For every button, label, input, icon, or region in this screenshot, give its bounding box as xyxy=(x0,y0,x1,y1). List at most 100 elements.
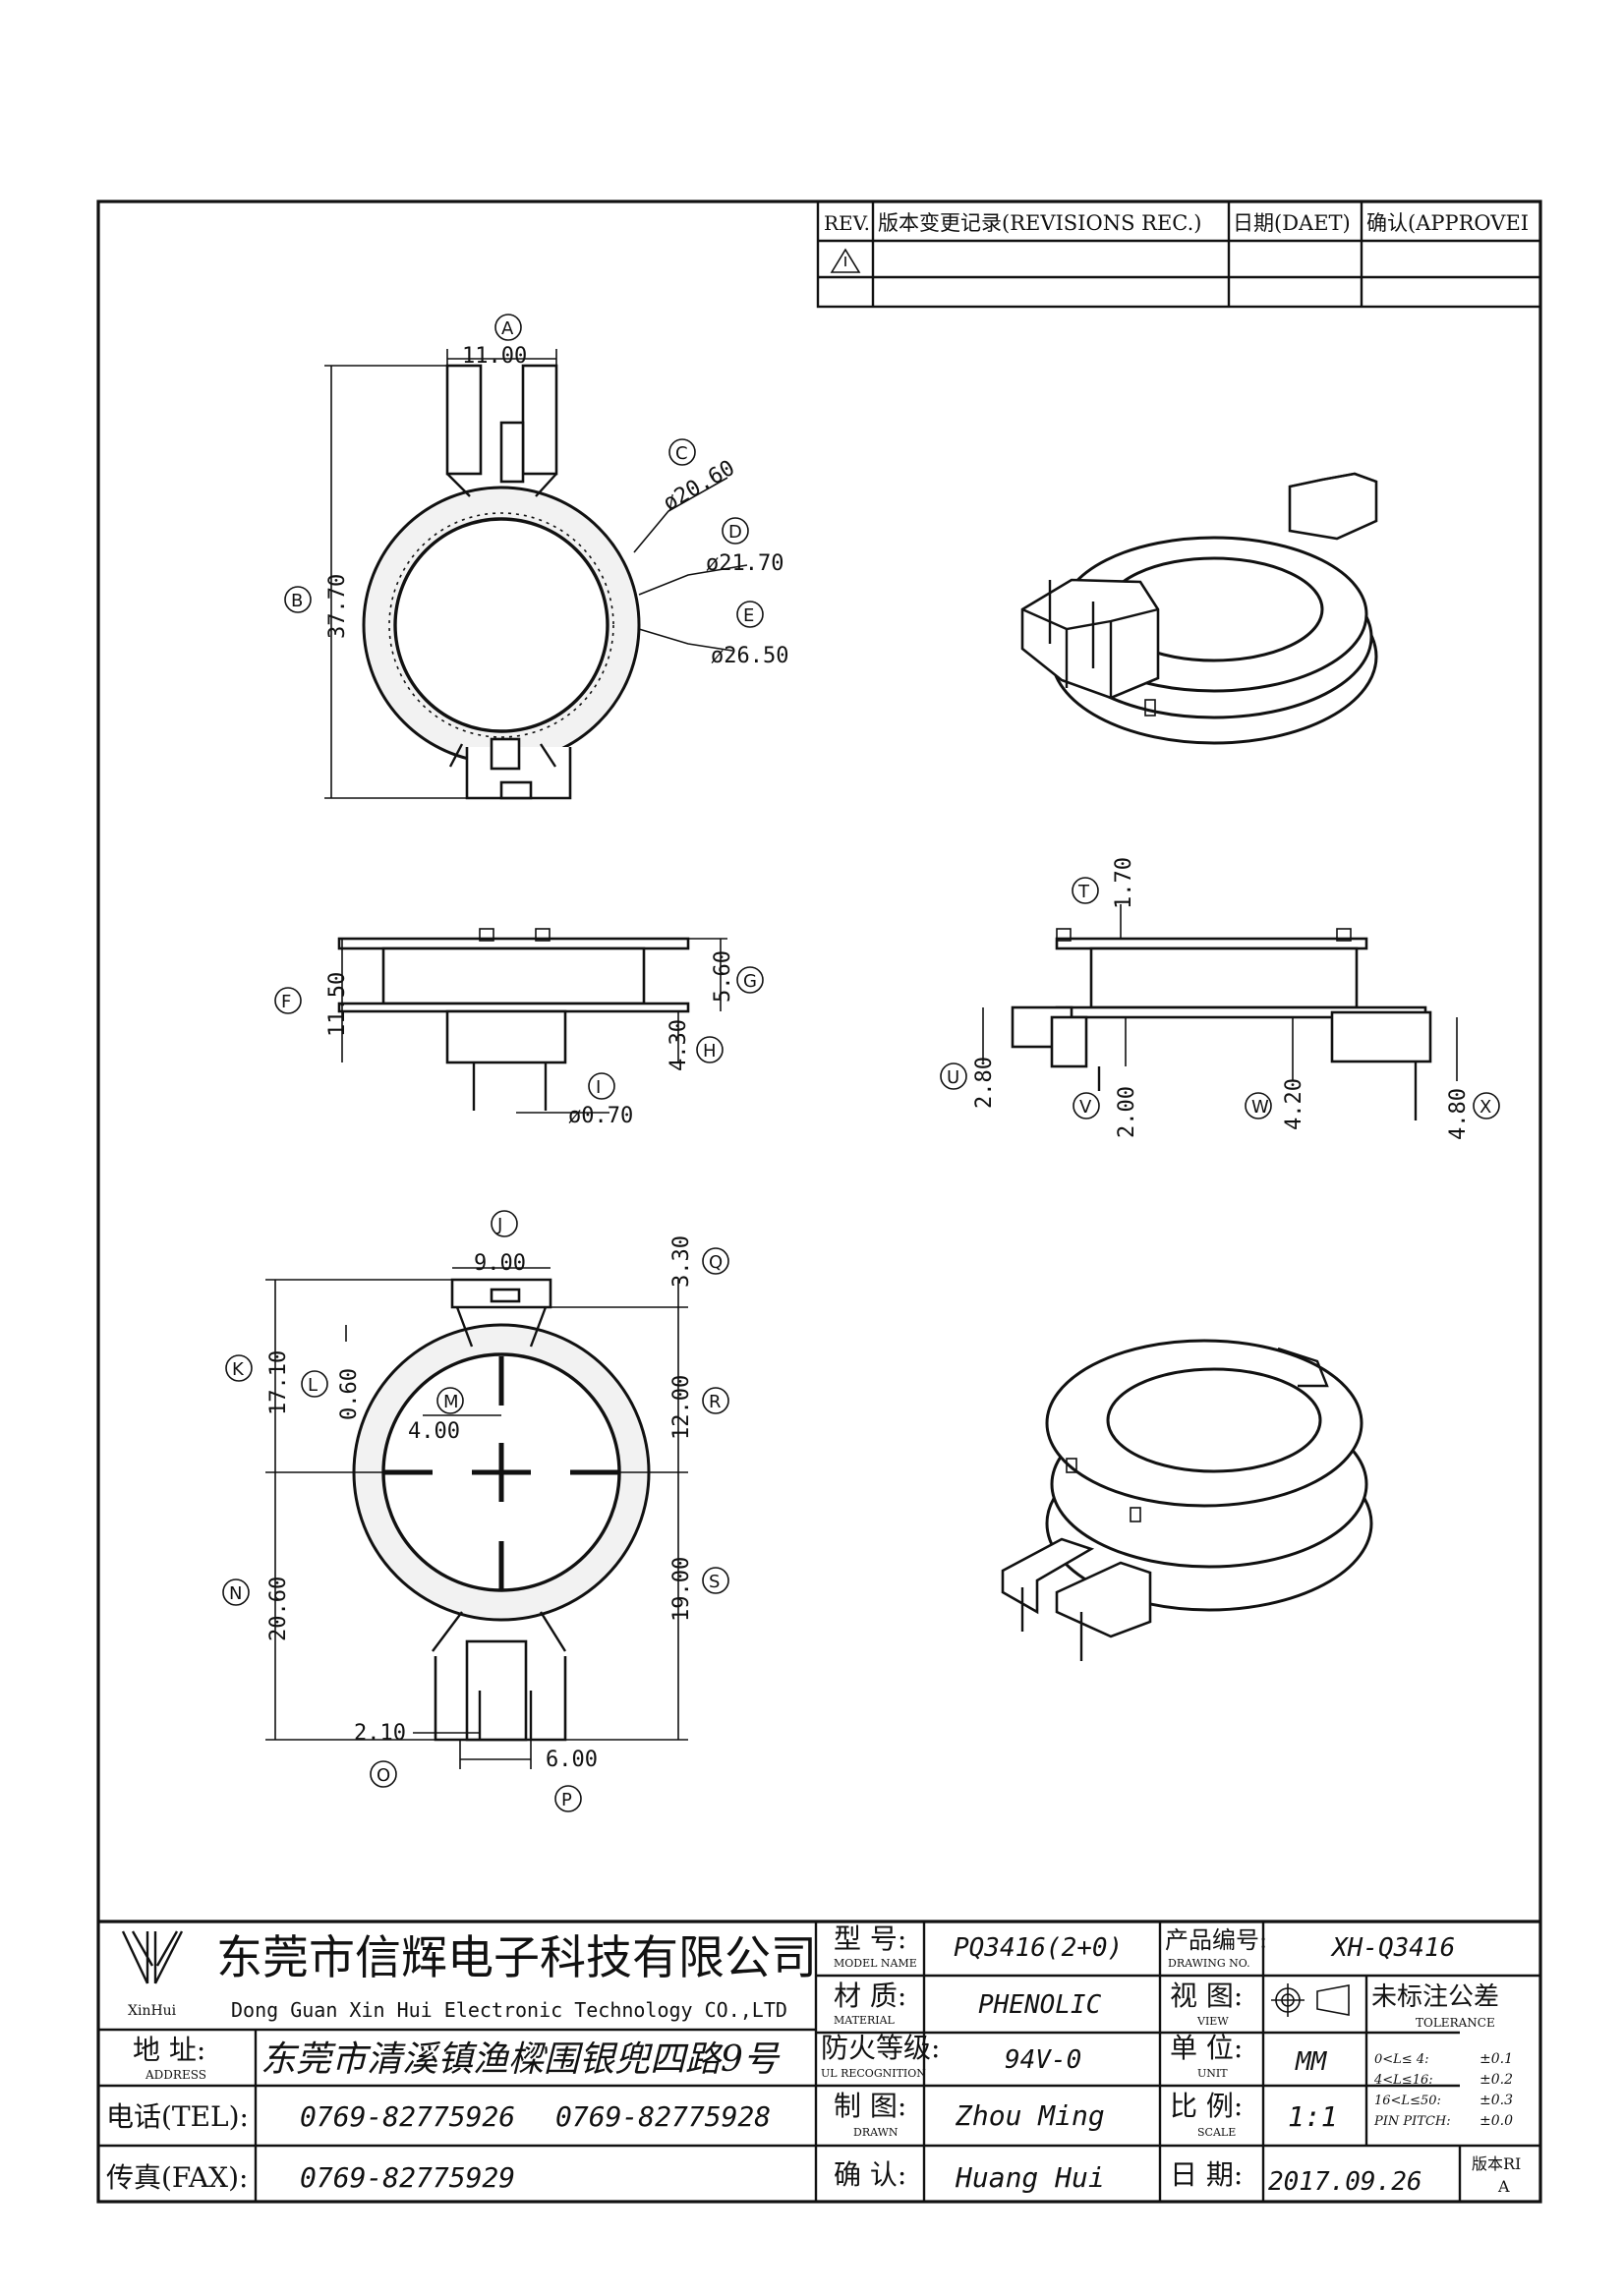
drawing-no-value: XH-Q3416 xyxy=(1330,1933,1455,1963)
callout-F xyxy=(274,987,302,1014)
xinhui-logo-icon xyxy=(121,1930,184,1984)
svg-text:K: K xyxy=(232,1359,245,1380)
tolerance-range: 16<L≤50: xyxy=(1374,2094,1441,2108)
view-label-en: VIEW xyxy=(1196,2015,1229,2028)
dim-P-value: 6.00 xyxy=(546,1748,598,1772)
svg-text:S: S xyxy=(709,1572,720,1592)
svg-text:B: B xyxy=(291,591,303,611)
side-view-right: 1.70 T 2.80 U 2.00 V 4.20 W 4.80 X xyxy=(940,857,1500,1140)
svg-text:X: X xyxy=(1479,1097,1491,1118)
top-view: 11.00 A 37.70 B ø20.60 ø21.70 ø26.50 C D… xyxy=(284,314,788,800)
tolerance-value: ±0.3 xyxy=(1479,2093,1513,2108)
dim-M-value: 4.00 xyxy=(408,1419,460,1444)
svg-text:N: N xyxy=(229,1583,242,1604)
bobbin-ring-inner xyxy=(393,517,609,733)
version-label: 版本RI xyxy=(1472,2154,1521,2173)
svg-text:R: R xyxy=(709,1392,722,1412)
revisions-record-header: 版本变更记录(REVISIONS REC.) xyxy=(878,211,1201,235)
revision-block: REV. 版本变更记录(REVISIONS REC.) 日期(DAET) 确认(… xyxy=(816,200,1542,309)
svg-text:D: D xyxy=(728,522,742,543)
isometric-view-bottom xyxy=(1001,1339,1373,1661)
dim-D-value: ø21.70 xyxy=(706,551,783,576)
check-label: 确 认: xyxy=(834,2158,906,2191)
dim-I-value: ø0.70 xyxy=(568,1104,633,1128)
tolerance-value: ±0.0 xyxy=(1479,2113,1513,2129)
dim-T-value: 1.70 xyxy=(1112,857,1136,909)
svg-text:I: I xyxy=(596,1077,601,1098)
dim-C-value: ø20.60 xyxy=(660,456,739,516)
unit-label: 单 位: xyxy=(1170,2032,1243,2064)
callout-V xyxy=(1073,1092,1100,1119)
callout-U xyxy=(940,1062,967,1090)
model-label-en: MODEL NAME xyxy=(834,1957,917,1970)
dim-R-value: 12.00 xyxy=(669,1375,694,1440)
callout-P xyxy=(554,1785,582,1812)
material-value: PHENOLIC xyxy=(978,1990,1102,2020)
svg-text:V: V xyxy=(1079,1097,1092,1118)
fax-label: 传真(FAX): xyxy=(106,2161,248,2194)
callout-E xyxy=(736,601,764,628)
tolerance-value: ±0.2 xyxy=(1479,2072,1513,2088)
drawing-no-label: 产品编号: xyxy=(1165,1926,1267,1954)
callout-J xyxy=(491,1210,518,1237)
svg-text:M: M xyxy=(443,1392,459,1412)
dim-S-value: 19.00 xyxy=(669,1557,694,1622)
svg-text:T: T xyxy=(1077,882,1090,902)
svg-text:G: G xyxy=(743,971,757,992)
drawn-label: 制 图: xyxy=(834,2090,906,2122)
dim-V-value: 2.00 xyxy=(1115,1086,1139,1138)
fax-value: 0769-82775929 xyxy=(300,2161,515,2194)
svg-text:Q: Q xyxy=(709,1252,723,1273)
callout-B xyxy=(284,586,312,613)
dim-L-value: 0.60 xyxy=(337,1368,362,1420)
callout-S xyxy=(702,1567,729,1594)
tolerance-range: 4<L≤16: xyxy=(1373,2073,1433,2088)
callout-H xyxy=(696,1036,724,1063)
dim-H-value: 4.30 xyxy=(667,1019,691,1071)
svg-text:H: H xyxy=(703,1041,717,1062)
callout-W xyxy=(1245,1092,1272,1119)
callout-N xyxy=(222,1578,250,1606)
revision-triangle-icon xyxy=(830,248,861,273)
callout-K xyxy=(225,1354,253,1382)
date-header: 日期(DAET) xyxy=(1233,211,1351,235)
address-label-en: ADDRESS xyxy=(145,2068,206,2082)
svg-text:C: C xyxy=(675,443,688,464)
svg-text:F: F xyxy=(281,992,291,1012)
title-block: XinHui 东莞市信辉电子科技有限公司 Dong Guan Xin Hui E… xyxy=(98,1920,1540,2202)
svg-text:O: O xyxy=(377,1765,390,1786)
material-label: 材 质: xyxy=(834,1980,906,2012)
isometric-view-top xyxy=(1020,472,1378,745)
svg-text:L: L xyxy=(308,1375,318,1396)
address-label: 地 址: xyxy=(133,2034,205,2066)
approve-header: 确认(APPROVEI xyxy=(1366,211,1529,235)
dim-Q-value: 3.30 xyxy=(669,1235,694,1288)
drawn-value: Zhou Ming xyxy=(955,2099,1105,2132)
side-view-left: 11.50 F 5.60 G 4.30 H ø0.70 I xyxy=(274,928,764,1128)
rev-header: REV. xyxy=(824,211,870,235)
callout-C xyxy=(668,438,696,466)
dim-K-value: 17.10 xyxy=(266,1350,291,1415)
callout-D xyxy=(722,517,749,545)
drawn-label-en: DRAWN xyxy=(853,2126,899,2139)
ul-label-en: UL RECOGNITION xyxy=(821,2067,926,2080)
dim-A-value: 11.00 xyxy=(462,344,527,369)
tolerance-title: 未标注公差 xyxy=(1371,1982,1499,2012)
unit-value: MM xyxy=(1295,2047,1328,2077)
callout-T xyxy=(1072,877,1099,904)
svg-text:P: P xyxy=(561,1790,572,1810)
callout-G xyxy=(736,966,764,994)
dim-O-value: 2.10 xyxy=(354,1721,406,1746)
callout-L xyxy=(301,1370,328,1398)
svg-text:J: J xyxy=(496,1215,502,1235)
callout-O xyxy=(370,1760,397,1788)
company-name-cn: 东莞市信辉电子科技有限公司 xyxy=(216,1931,817,1985)
callout-Q xyxy=(702,1247,729,1275)
tolerance-value: ±0.1 xyxy=(1479,2051,1513,2067)
address-value: 东莞市清溪镇渔樑围银兜四路9号 xyxy=(261,2039,781,2080)
callout-M xyxy=(436,1387,464,1414)
logo-text: XinHui xyxy=(128,2003,177,2019)
version-value: A xyxy=(1497,2177,1510,2196)
material-label-en: MATERIAL xyxy=(834,2014,896,2027)
